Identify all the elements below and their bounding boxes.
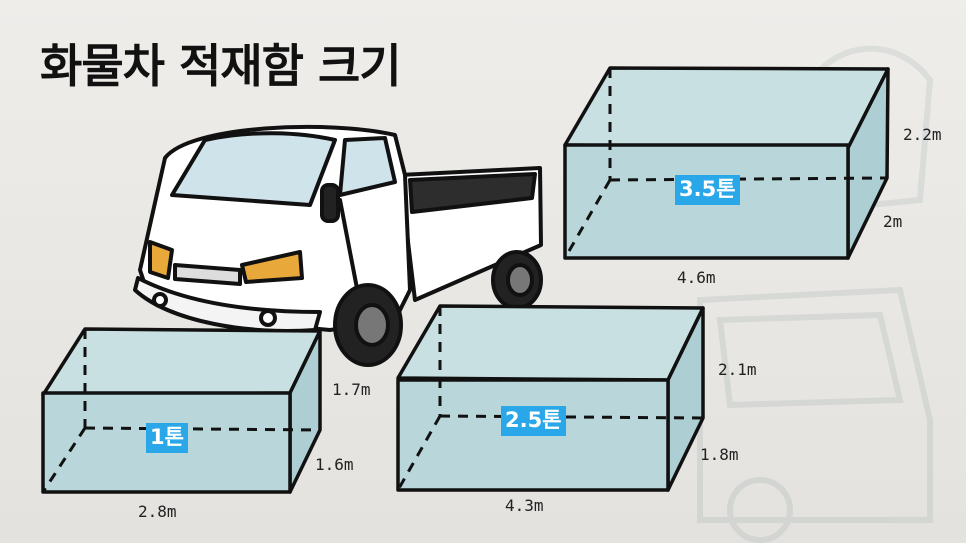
cargo-box-3-5ton [563,66,890,260]
dim-length-2-5ton: 4.3m [505,496,544,515]
cargo-box-2-5ton [396,304,705,492]
dim-length-3-5ton: 4.6m [677,268,716,287]
truck-illustration [133,124,543,367]
dim-height-3-5ton: 2.2m [903,125,942,144]
dim-height-1ton: 1.7m [332,380,371,399]
cargo-box-label-2-5ton: 2.5톤 [501,406,566,436]
cargo-box-label-3-5ton: 3.5톤 [675,175,740,205]
dim-width-3-5ton: 2m [883,212,903,231]
dim-length-1ton: 2.8m [138,502,177,521]
cargo-box-label-1ton: 1톤 [146,423,188,453]
dim-height-2-5ton: 2.1m [718,360,757,379]
dim-width-1ton: 1.6m [315,455,354,474]
cargo-box-1ton [41,327,322,494]
page-title: 화물차 적재함 크기 [40,39,402,93]
dim-width-2-5ton: 1.8m [700,445,739,464]
background-truck-watermark [697,45,934,543]
